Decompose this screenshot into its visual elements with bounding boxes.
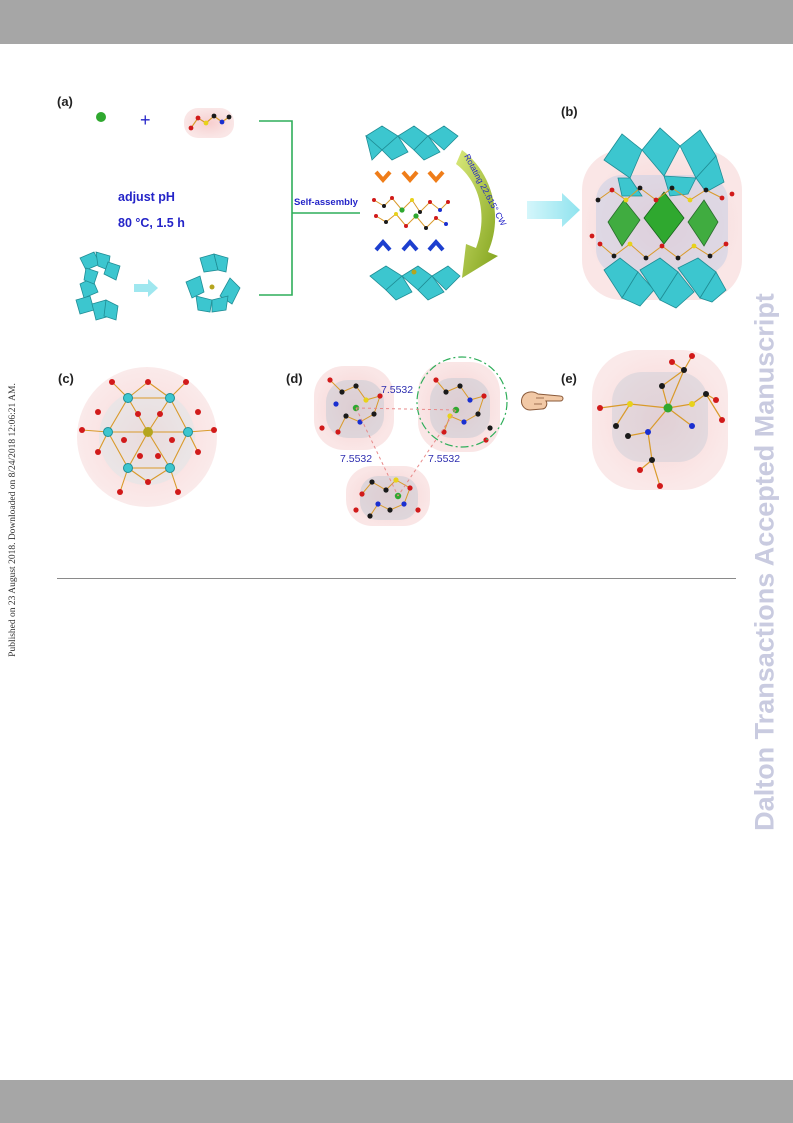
panel-c bbox=[77, 367, 217, 507]
header-bar bbox=[0, 0, 793, 44]
polyoxometalate-cluster-left bbox=[75, 251, 121, 321]
ligand-atoms-b bbox=[589, 185, 735, 261]
block-arrow-icon bbox=[134, 279, 158, 297]
block-arrow-icon bbox=[527, 193, 580, 227]
figure: (a) (b) (c) (d) (e) + adjust pH 80 °C, 1… bbox=[57, 94, 742, 526]
self-assembly-label: Self-assembly bbox=[294, 197, 359, 208]
chevrons-orange bbox=[374, 170, 445, 184]
ligand-layer bbox=[372, 196, 450, 230]
atoms-c bbox=[79, 379, 217, 495]
panel-label-c: (c) bbox=[58, 371, 74, 386]
panel-a: + adjust pH 80 °C, 1.5 h bbox=[75, 108, 580, 321]
green-octahedra bbox=[607, 191, 719, 247]
panel-label-d: (d) bbox=[286, 371, 303, 386]
atoms-e bbox=[597, 353, 725, 489]
pointing-hand-icon bbox=[521, 391, 564, 411]
footer-bar bbox=[0, 1080, 793, 1123]
molecule-d-left bbox=[314, 366, 394, 450]
horizontal-rule bbox=[57, 578, 736, 579]
metal-ion-sphere bbox=[96, 112, 106, 122]
panel-label-b: (b) bbox=[561, 104, 578, 119]
panel-d: 7.5532 7.5532 7.5532 bbox=[314, 356, 564, 526]
plus-sign: + bbox=[140, 110, 151, 130]
polyhedra-layer-top bbox=[365, 125, 459, 161]
chevrons-blue bbox=[374, 238, 445, 252]
panel-label-e: (e) bbox=[561, 371, 577, 386]
conditions-temp: 80 °C, 1.5 h bbox=[118, 216, 185, 230]
polyhedra-layer-bottom bbox=[369, 265, 461, 301]
distance-label-top: 7.5532 bbox=[381, 384, 413, 396]
panel-e bbox=[592, 350, 728, 490]
molecule-d-right bbox=[416, 356, 508, 452]
panel-b bbox=[582, 127, 742, 309]
conditions-ph: adjust pH bbox=[118, 190, 175, 204]
distance-lines bbox=[355, 407, 457, 497]
polyhedra-cap-top bbox=[603, 127, 725, 197]
curved-arrow-icon bbox=[456, 150, 498, 278]
molecule-d-bottom bbox=[346, 466, 430, 526]
polyhedra-cap-bottom bbox=[603, 257, 727, 309]
assembly-bracket bbox=[259, 120, 360, 296]
distance-label-left: 7.5532 bbox=[340, 453, 372, 465]
polyoxometalate-unit bbox=[185, 253, 241, 313]
ligand-molecule bbox=[184, 108, 234, 138]
distance-label-right: 7.5532 bbox=[428, 453, 460, 465]
panel-label-a: (a) bbox=[57, 94, 73, 109]
